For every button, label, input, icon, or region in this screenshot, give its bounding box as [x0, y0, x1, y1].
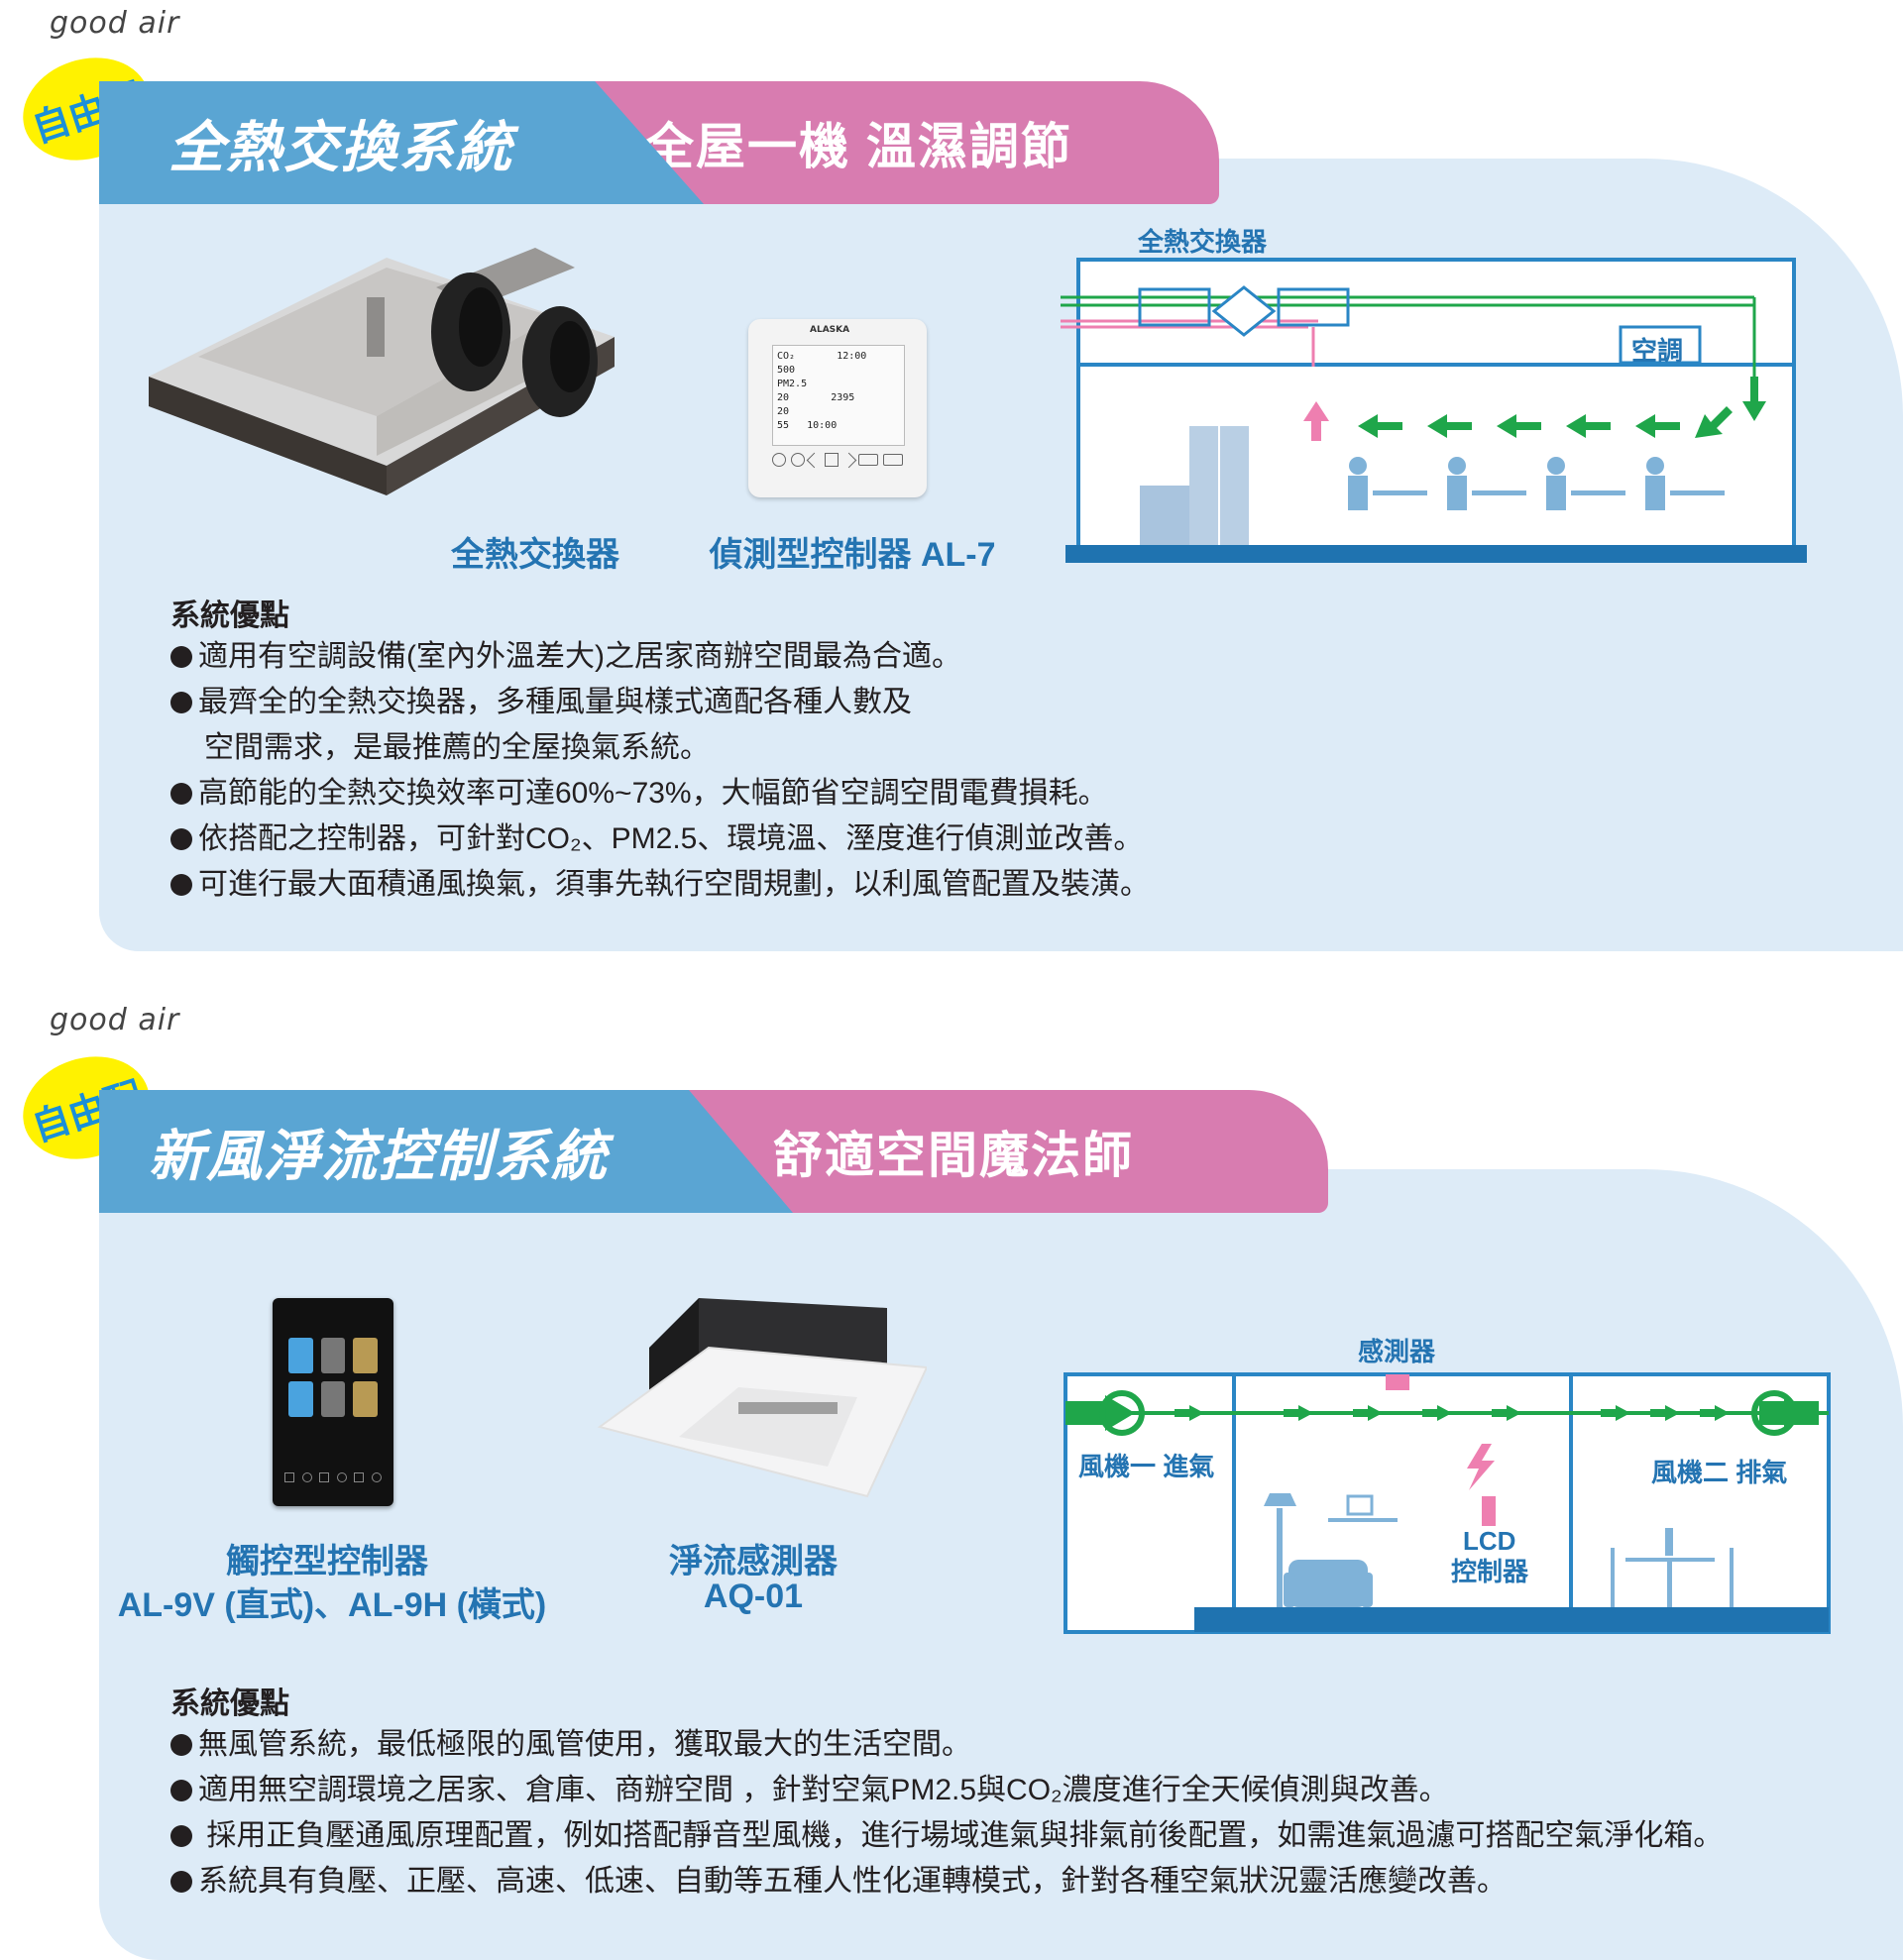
bullet-icon [170, 646, 192, 668]
fan-icon [288, 1381, 313, 1417]
section1-advantage-item: 適用有空調設備(室內外溫差大)之居家商辦空間最為合適。 [170, 634, 1150, 680]
diagram1-top-label: 全熱交換器 [1138, 227, 1268, 257]
bullet-icon [170, 1780, 192, 1801]
section2-advantage-item: 採用正負壓通風原理配置，例如搭配靜音型風機，進行場域進氣與排氣前後配置，如需進氣… [170, 1813, 1723, 1859]
section1-advantages-title: 系統優點 [170, 599, 289, 632]
section1-title-band: 全熱交換系統 [99, 81, 704, 204]
power-icon [772, 453, 786, 467]
bullet-icon [170, 1871, 192, 1893]
mode-icon [824, 453, 839, 467]
diagram2-fan2-label: 風機二 排氣 [1651, 1458, 1788, 1487]
lcd-clock: 12:00 [837, 351, 867, 362]
touch-controller-image [273, 1298, 393, 1506]
settings-icon [371, 1472, 382, 1482]
fan-icon [301, 1472, 312, 1482]
diagram1-building [1061, 258, 1807, 563]
section2-advantage-item: 適用無空調環境之居家、倉庫、商辦空間 ，針對空氣PM2.5與CO₂濃度進行全天候… [170, 1768, 1723, 1813]
chevron-right-icon [840, 452, 856, 468]
auto-icon [353, 1338, 378, 1373]
aq01-sensor-image [597, 1298, 927, 1498]
bullet-icon [170, 692, 192, 713]
lcd-filter-hours: 2395 [831, 392, 855, 403]
lcd-timer: 10:00 [807, 420, 838, 431]
gear-icon [790, 453, 805, 467]
lcd-pm25: PM2.5 [777, 379, 808, 389]
bullet-icon [170, 1825, 192, 1847]
diagram2-fan1-label: 風機一 進氣 [1078, 1452, 1215, 1481]
diagram2-lcd-label-line2: 控制器 [1451, 1557, 1529, 1586]
section1-goodair-logo: good air [50, 6, 180, 41]
lcd-humidity: 55 [777, 420, 790, 431]
bullet-icon [170, 874, 192, 896]
section2-advantages-title: 系統優點 [170, 1688, 289, 1720]
controller-lcd: CO₂ 12:00 500 PM2.5 20 2395 20 55 10:00 [772, 345, 905, 446]
mode-icon [320, 1338, 346, 1373]
mode-icon [288, 1338, 313, 1373]
lcd-co2: CO₂ [777, 351, 796, 362]
section2-product2-caption-line2: AQ-01 [703, 1578, 804, 1615]
bell-icon [354, 1472, 365, 1482]
section1-product1-caption: 全熱交換器 [451, 536, 619, 574]
stop-icon [353, 1381, 378, 1417]
section1-title: 全熱交換系統 [168, 115, 513, 178]
section1-advantage-item: 可進行最大面積通風換氣，須事先執行空間規劃，以利風管配置及裝潢。 [170, 862, 1150, 908]
enter-key-icon [882, 454, 903, 466]
controller-brand: ALASKA [810, 325, 850, 335]
diagram2-lcd-label-line1: LCD [1463, 1526, 1516, 1556]
heat-exchanger-image [149, 248, 615, 495]
section2-goodair-logo: good air [50, 1003, 180, 1037]
diagram2-building [1063, 1372, 1831, 1634]
chevron-left-icon [807, 452, 823, 468]
section1-advantage-item: 最齊全的全熱交換器，多種風量與樣式適配各種人數及 [170, 680, 1150, 725]
section2-subtitle-band: 舒適空間魔法師 [674, 1090, 1328, 1213]
section2-subtitle: 舒適空間魔法師 [773, 1128, 1134, 1183]
section2-title-band: 新風淨流控制系統 [99, 1090, 793, 1213]
fan-low-icon [320, 1381, 346, 1417]
bullet-icon [170, 828, 192, 850]
lcd-temp: 20 [777, 406, 790, 417]
section2-advantages-list: 無風管系統，最低極限的風管使用，獲取最大的生活空間。 適用無空調環境之居家、倉庫… [170, 1722, 1723, 1905]
power-icon [336, 1472, 347, 1482]
section1-advantage-item-continued: 空間需求，是最推薦的全屋換氣系統。 [204, 731, 710, 764]
bullet-icon [170, 1734, 192, 1756]
home-icon [284, 1472, 294, 1482]
touch-controller-icons [288, 1338, 378, 1417]
section2-product1-caption-line2: AL-9V (直式)、AL-9H (橫式) [117, 1586, 547, 1624]
menu-key-icon [858, 454, 879, 466]
controller-al7-image: ALASKA CO₂ 12:00 500 PM2.5 20 2395 20 55… [748, 319, 927, 497]
section1-advantage-item: 高節能的全熱交換效率可達60%~73%，大幅節省空調空間電費損耗。 [170, 771, 1150, 817]
section1-product2-caption: 偵測型控制器 AL-7 [709, 536, 996, 574]
section1-subtitle: 全屋一機 溫濕調節 [644, 119, 1072, 174]
controller-buttons [772, 452, 903, 468]
diagram2-sensor-label: 感測器 [1358, 1337, 1436, 1366]
bullet-icon [170, 783, 192, 805]
section2-product1-caption-line1: 觸控型控制器 [226, 1543, 428, 1580]
section1-advantages-list: 適用有空調設備(室內外溫差大)之居家商辦空間最為合適。 最齊全的全熱交換器，多種… [170, 634, 1150, 908]
section2-title: 新風淨流控制系統 [149, 1124, 609, 1187]
lcd-pm25-value: 20 [777, 392, 790, 403]
section1-advantage-item: 依搭配之控制器，可針對CO₂、PM2.5、環境溫、溼度進行偵測並改善。 [170, 817, 1150, 862]
lcd-co2-value: 500 [777, 365, 796, 376]
touch-controller-nav [284, 1472, 382, 1482]
timer-icon [319, 1472, 330, 1482]
section2-advantage-item: 無風管系統，最低極限的風管使用，獲取最大的生活空間。 [170, 1722, 1723, 1768]
diagram1-ac-label: 空調 [1631, 336, 1684, 366]
section2-advantage-item: 系統具有負壓、正壓、高速、低速、自動等五種人性化運轉模式，針對各種空氣狀況靈活應… [170, 1859, 1723, 1905]
section2-product2-caption-line1: 淨流感測器 [669, 1543, 838, 1580]
